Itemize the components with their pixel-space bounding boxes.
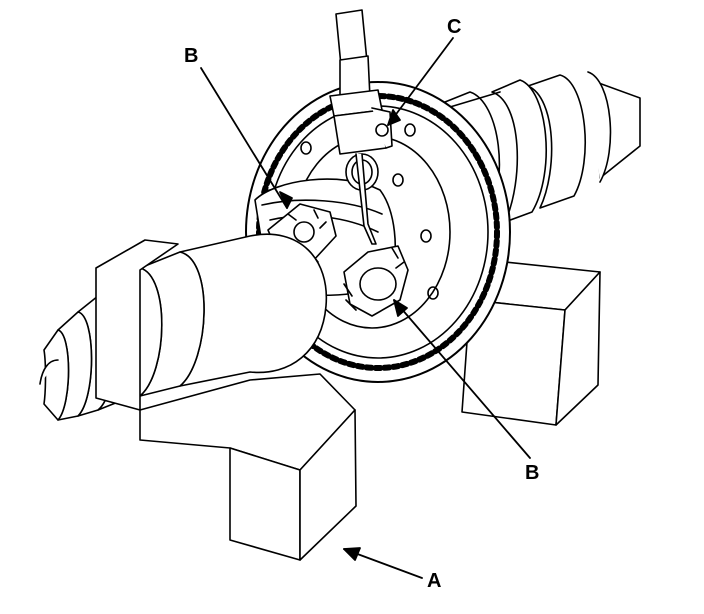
arrowhead-b-bottom <box>393 299 408 317</box>
callout-b-bottom: B <box>525 462 540 484</box>
leader-b-top <box>200 67 288 209</box>
dial-indicator <box>329 9 393 245</box>
callout-a: A <box>427 570 442 592</box>
leader-b-bottom <box>393 299 531 459</box>
arrowhead-b-top <box>279 191 293 209</box>
leader-lines <box>200 37 531 579</box>
leader-c <box>387 37 454 126</box>
pinion-gear-bottom <box>343 245 409 317</box>
callout-c: C <box>447 16 462 38</box>
arrowhead-a <box>343 547 361 561</box>
arrowhead-c <box>387 109 401 126</box>
left-axle <box>39 233 328 421</box>
left-v-block <box>95 239 357 561</box>
right-v-block <box>461 261 601 426</box>
right-axle <box>439 71 641 237</box>
callout-b-top: B <box>184 45 199 67</box>
